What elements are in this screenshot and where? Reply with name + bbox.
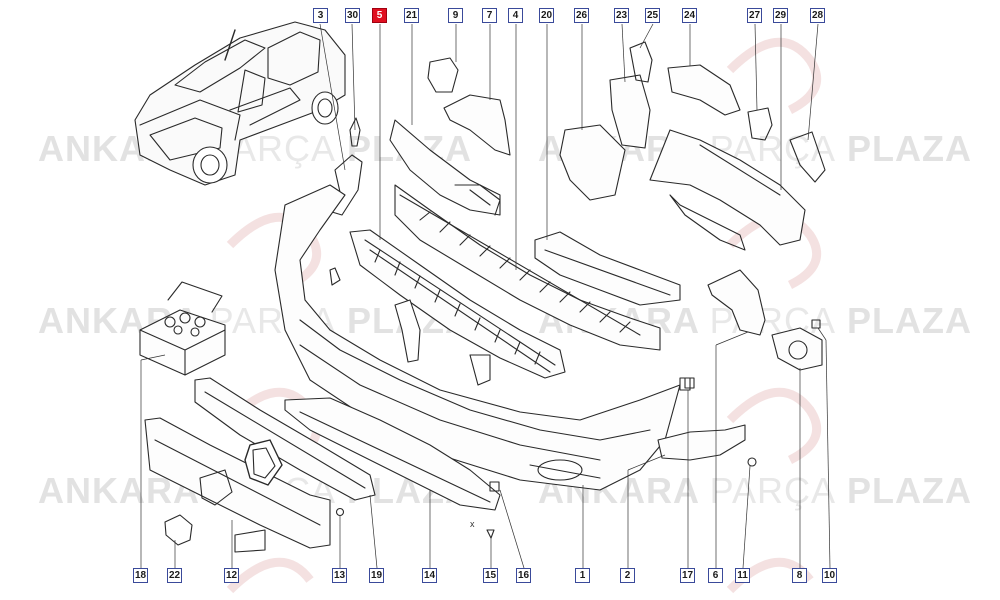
bracket-part-2 <box>657 424 746 461</box>
callout-29[interactable]: 29 <box>773 8 788 23</box>
callout-9[interactable]: 9 <box>448 8 463 23</box>
callout-27[interactable]: 27 <box>747 8 762 23</box>
part-28 <box>789 131 826 183</box>
part-26 <box>559 124 626 201</box>
part-9 <box>427 57 459 93</box>
callout-13[interactable]: 13 <box>332 568 347 583</box>
watermark-word: PARÇA <box>709 470 837 511</box>
callout-23[interactable]: 23 <box>614 8 629 23</box>
watermark-word: PLAZA <box>847 128 973 169</box>
callout-1[interactable]: 1 <box>575 568 590 583</box>
callout-8[interactable]: 8 <box>792 568 807 583</box>
vehicle-illustration <box>134 21 346 186</box>
callout-18[interactable]: 18 <box>133 568 148 583</box>
callout-5-highlighted[interactable]: 5 <box>372 8 387 23</box>
nut-part-11 <box>747 457 757 467</box>
crossmember-part-29 <box>649 129 806 251</box>
bracket-part-6 <box>707 269 766 336</box>
clip-part-10 <box>811 319 821 329</box>
part-23 <box>609 74 651 149</box>
callout-24[interactable]: 24 <box>682 8 697 23</box>
grille-assembly-part-12 <box>144 417 331 553</box>
clip-part-16 <box>489 481 500 492</box>
callout-2[interactable]: 2 <box>620 568 635 583</box>
callout-19[interactable]: 19 <box>369 568 384 583</box>
beam-part-4 <box>394 184 661 351</box>
lower-grille-part-14 <box>284 397 501 511</box>
callout-21[interactable]: 21 <box>404 8 419 23</box>
small-mark-x: x <box>470 519 475 529</box>
clip-part-17 <box>684 377 695 389</box>
callout-17[interactable]: 17 <box>680 568 695 583</box>
fastener-kit-part-18 <box>139 281 226 376</box>
callout-22[interactable]: 22 <box>167 568 182 583</box>
callout-4[interactable]: 4 <box>508 8 523 23</box>
leader-lines <box>140 23 831 569</box>
bracket-part-20 <box>534 231 681 306</box>
callout-25[interactable]: 25 <box>645 8 660 23</box>
grille-mesh-part-5 <box>349 229 566 379</box>
part-22 <box>164 514 193 546</box>
watermark-word: PLAZA <box>847 300 973 341</box>
callout-16[interactable]: 16 <box>516 568 531 583</box>
callout-20[interactable]: 20 <box>539 8 554 23</box>
callout-11[interactable]: 11 <box>735 568 750 583</box>
callout-6[interactable]: 6 <box>708 568 723 583</box>
callout-12[interactable]: 12 <box>224 568 239 583</box>
part-24 <box>667 64 741 116</box>
part-27 <box>747 107 773 141</box>
callout-30[interactable]: 30 <box>345 8 360 23</box>
absorber-part-21 <box>389 119 501 216</box>
fastener-part-13 <box>335 507 345 517</box>
fastener-part-15 <box>486 529 495 539</box>
callout-28[interactable]: 28 <box>810 8 825 23</box>
callout-15[interactable]: 15 <box>483 568 498 583</box>
fog-lamp-housing-part-8 <box>771 327 823 371</box>
part-7 <box>443 94 511 156</box>
callout-3[interactable]: 3 <box>313 8 328 23</box>
callout-10[interactable]: 10 <box>822 568 837 583</box>
callout-7[interactable]: 7 <box>482 8 497 23</box>
callout-14[interactable]: 14 <box>422 568 437 583</box>
callout-26[interactable]: 26 <box>574 8 589 23</box>
watermark-word: PLAZA <box>847 470 973 511</box>
bumper-part-1 <box>274 184 691 491</box>
grille-frame-part-19 <box>194 377 376 501</box>
